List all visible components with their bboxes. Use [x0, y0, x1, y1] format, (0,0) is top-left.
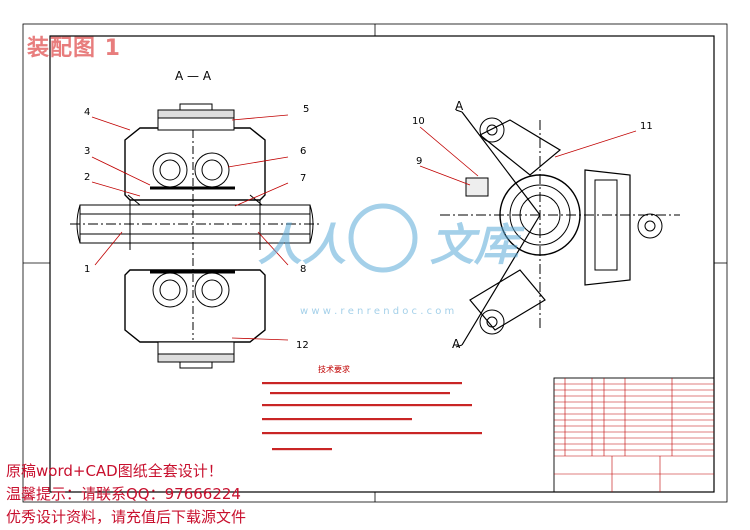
callout-11: 11 — [640, 121, 653, 132]
callout-4: 4 — [84, 107, 90, 118]
callout-8: 8 — [300, 264, 306, 275]
callout-3: 3 — [84, 146, 90, 157]
promo-line-2: 温馨提示：请联系QQ：97666224 — [6, 485, 241, 503]
inner-frame — [49, 35, 715, 493]
promo-line-3: 优秀设计资料，请充值后下载源文件 — [6, 508, 247, 526]
section-marker-bottom: A — [452, 337, 461, 351]
right-end-view — [440, 109, 680, 348]
callout-numbers: 4 3 2 1 5 6 7 8 12 10 9 11 — [84, 104, 653, 351]
watermark: 人人 文库 w w w . r e n r e n d o c . c o m — [258, 203, 525, 317]
callout-2: 2 — [84, 172, 90, 183]
callout-9: 9 — [416, 156, 422, 167]
promo-line-1: 原稿word+CAD图纸全套设计！ — [6, 462, 223, 480]
callout-7: 7 — [300, 173, 306, 184]
outer-frame — [22, 23, 728, 503]
callout-1: 1 — [84, 264, 90, 275]
svg-text:人人: 人人 — [258, 220, 346, 271]
page-title: 装配图 1 — [27, 36, 121, 61]
left-section-view — [70, 103, 320, 369]
title-block — [553, 377, 715, 493]
section-label: A — A — [175, 69, 212, 83]
tech-requirements: 技术要求 — [262, 364, 482, 451]
callout-leaders — [91, 114, 637, 341]
tech-title: 技术要求 — [318, 364, 350, 374]
svg-text:文库: 文库 — [430, 220, 525, 271]
callout-5: 5 — [303, 104, 309, 115]
callout-10: 10 — [412, 116, 425, 127]
callout-6: 6 — [300, 146, 306, 157]
watermark-url: w w w . r e n r e n d o c . c o m — [300, 306, 454, 317]
section-marker-top: A — [455, 99, 464, 113]
callout-12: 12 — [296, 340, 309, 351]
